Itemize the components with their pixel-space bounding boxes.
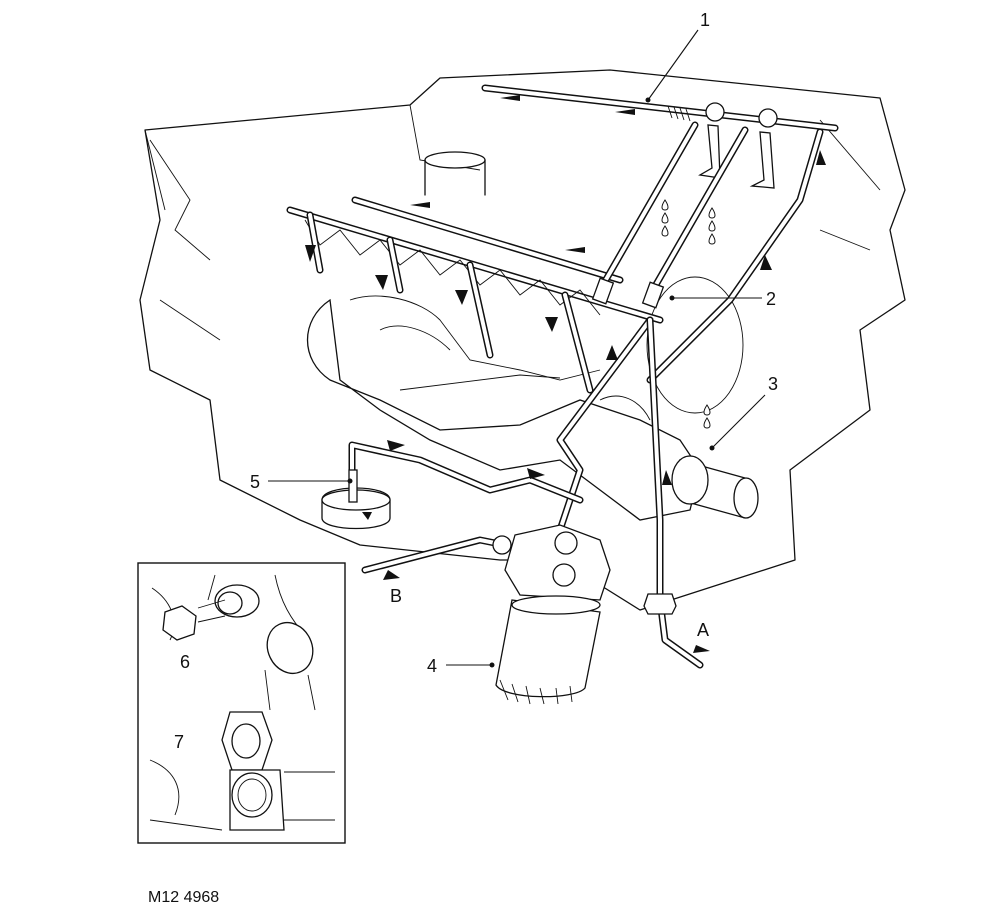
callout-label-5: 5 — [250, 472, 260, 492]
flow-label-A: A — [697, 620, 709, 640]
crankshaft — [307, 276, 759, 521]
flow-arrow — [500, 95, 520, 101]
flow-arrow — [693, 645, 710, 653]
callout-label-7: 7 — [174, 732, 184, 752]
inset-detail — [137, 562, 346, 844]
flow-arrow — [375, 275, 388, 290]
flow-arrow — [760, 255, 772, 270]
oil-drops — [661, 199, 716, 429]
callout-label-6: 6 — [180, 652, 190, 672]
flow-arrow — [816, 150, 826, 165]
callout-label-2: 2 — [766, 289, 776, 309]
flow-arrow — [606, 345, 618, 360]
flow-arrow — [662, 470, 672, 485]
flow-arrow — [383, 570, 400, 580]
flow-arrow — [410, 202, 430, 208]
cam-gallery-left — [286, 196, 664, 394]
flow-arrow — [545, 317, 558, 332]
flow-arrow — [387, 440, 405, 451]
flow-arrow — [305, 245, 316, 262]
figure-reference-code: M12 4968 — [148, 889, 219, 906]
flow-arrows — [305, 95, 826, 653]
cam-gallery-right — [481, 84, 839, 384]
callout-label-4: 4 — [427, 656, 437, 676]
callout-label-1: 1 — [700, 10, 710, 30]
callout-label-3: 3 — [768, 374, 778, 394]
flow-label-B: B — [390, 586, 402, 606]
flow-arrow — [455, 290, 468, 305]
flow-arrow — [615, 109, 635, 115]
flow-arrow — [362, 512, 372, 520]
flow-arrow — [565, 247, 585, 253]
oil-feed-pipes — [348, 316, 704, 669]
flow-arrow — [527, 468, 545, 479]
oil-filter — [492, 524, 611, 705]
oil-strainer — [321, 469, 391, 530]
engine-block-outline — [139, 69, 906, 611]
